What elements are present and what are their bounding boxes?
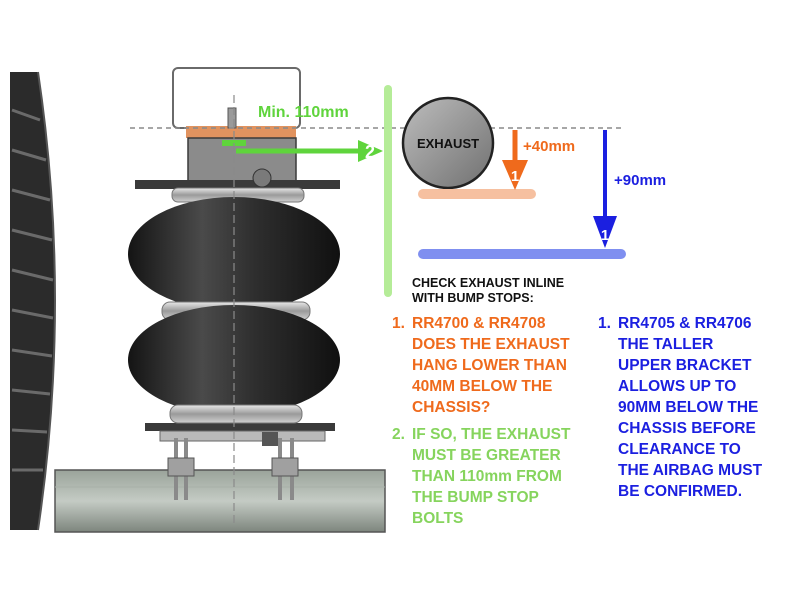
check-title: CHECK EXHAUST INLINE WITH BUMP STOPS: <box>412 276 565 305</box>
min-distance-label: Min. 110mm <box>258 104 349 121</box>
step-1-orange: 1. RR4700 & RR4708 DOES THE EXHAUST HANG… <box>392 315 570 416</box>
orange-drop-label: +40mm <box>523 138 576 155</box>
lower-bracket <box>145 423 335 500</box>
exhaust-label: EXHAUST <box>417 136 479 151</box>
step-1-blue: 1. RR4705 & RR4706 THE TALLER UPPER BRAC… <box>598 315 763 500</box>
blue-drop-label: +90mm <box>614 172 667 189</box>
blue-drop-line <box>418 249 626 259</box>
marker-1-orange: 1 <box>511 168 519 185</box>
right-instructions: 1. RR4705 & RR4706 THE TALLER UPPER BRAC… <box>598 313 762 502</box>
clearance-limit-bar <box>384 85 392 297</box>
marker-1-blue: 1 <box>601 227 609 244</box>
left-instructions: 1. RR4700 & RR4708 DOES THE EXHAUST HANG… <box>392 313 570 529</box>
marker-2: 2 <box>365 142 375 162</box>
axle <box>54 469 386 533</box>
orange-drop-line <box>418 189 536 199</box>
step-2-green: 2. IF SO, THE EXHAUST MUST BE GREATER TH… <box>392 426 571 527</box>
svg-text:2: 2 <box>365 142 375 162</box>
orange-arrow <box>502 130 528 190</box>
green-arrow <box>236 140 383 162</box>
blue-arrow <box>593 130 617 248</box>
exhaust-pipe <box>401 96 495 190</box>
tyre <box>10 71 56 531</box>
